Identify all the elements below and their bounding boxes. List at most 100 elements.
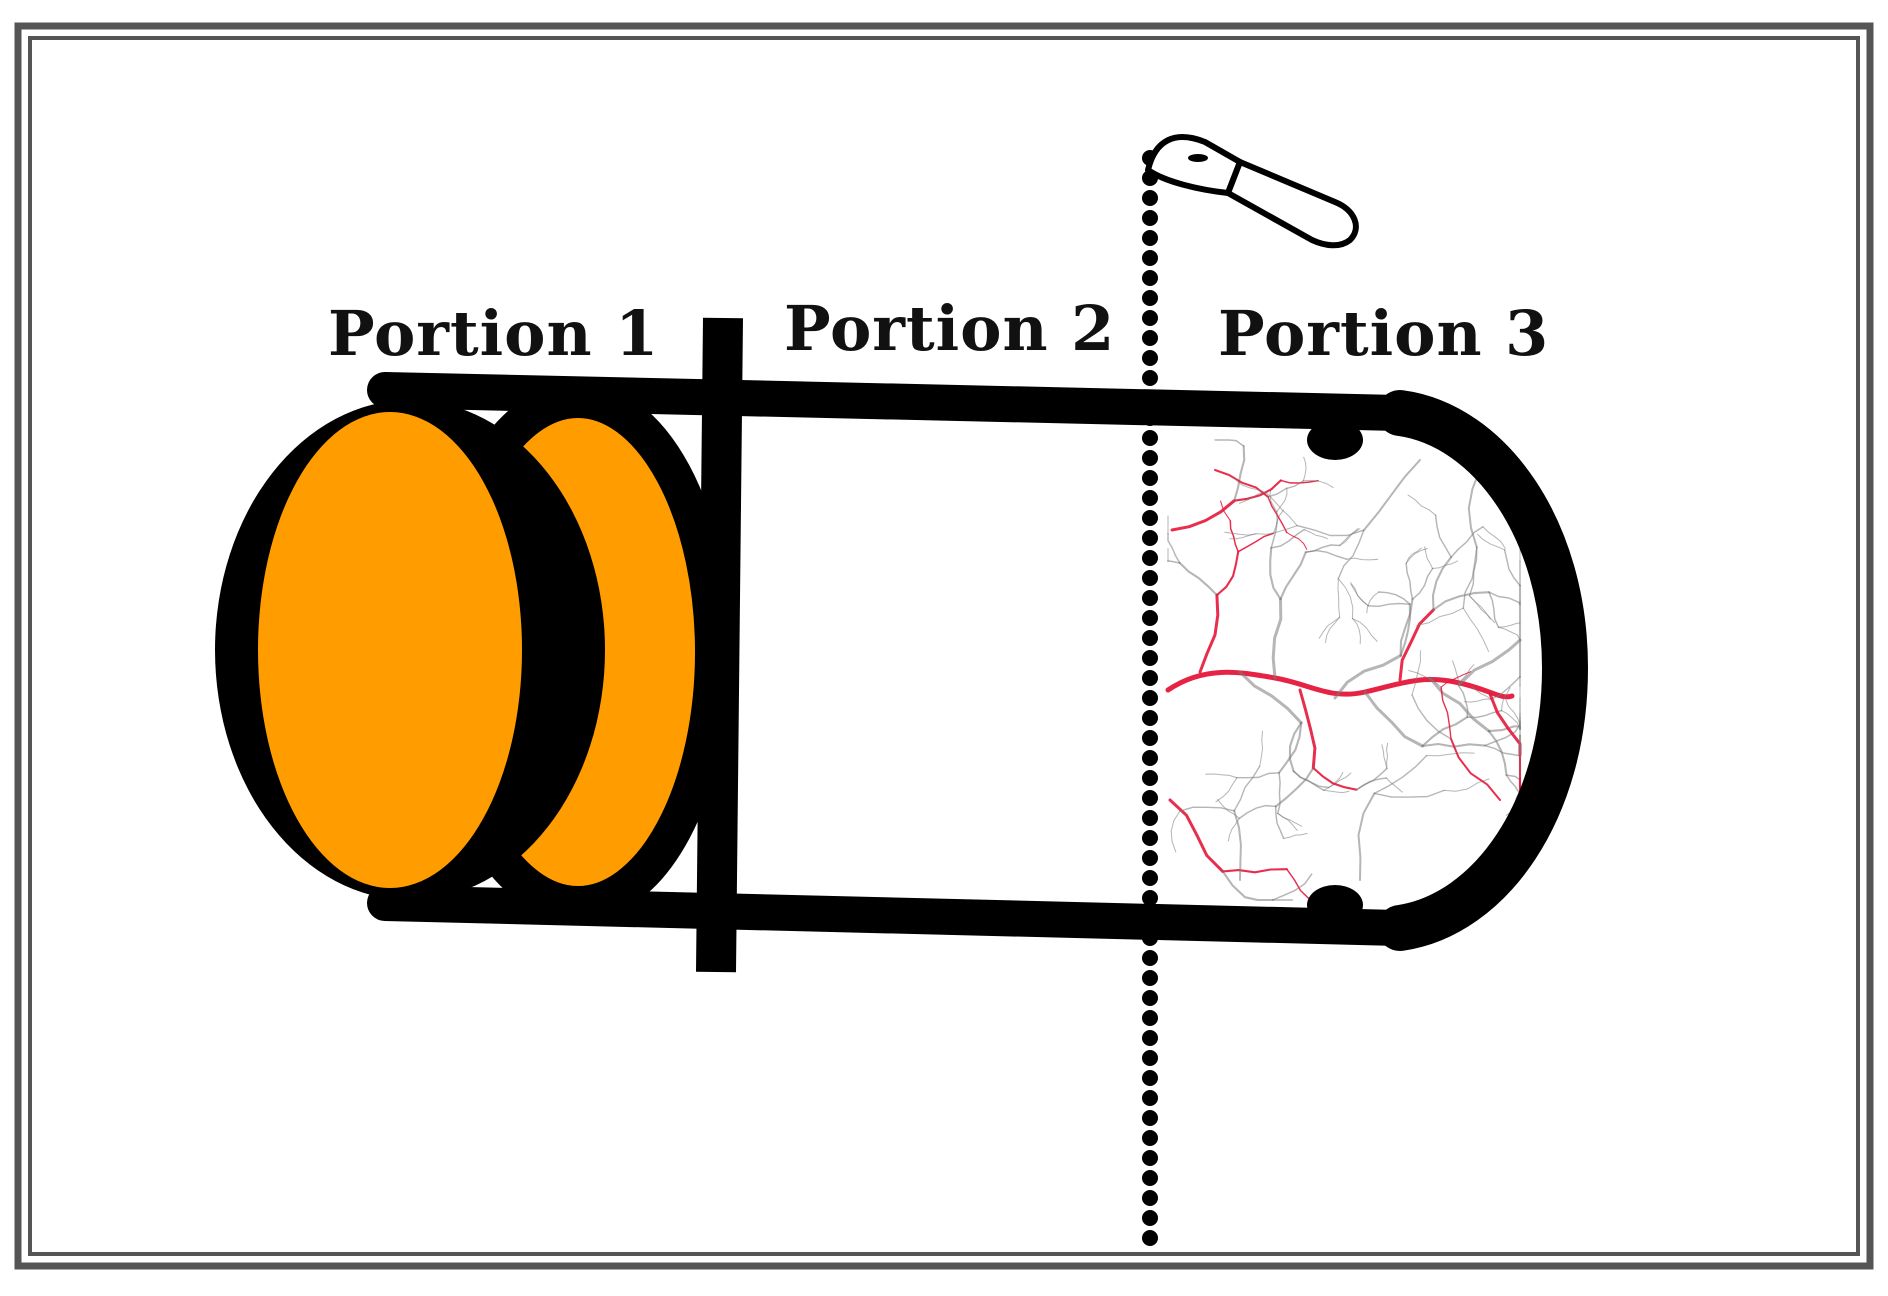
vessel-branch — [1283, 832, 1308, 839]
cut-dot — [1142, 750, 1158, 766]
cut-dot — [1142, 770, 1158, 786]
cut-dot — [1142, 1010, 1158, 1026]
vessel-branch — [1267, 496, 1288, 534]
vessel-branch — [1277, 772, 1281, 815]
cut-dot — [1142, 290, 1158, 306]
vessel-branch — [1198, 593, 1220, 674]
vessel-branch — [1270, 510, 1279, 549]
vessel-branch — [1432, 591, 1491, 611]
cut-dot — [1142, 350, 1158, 366]
vessel-branch — [1411, 567, 1434, 600]
vessel-branch — [1497, 622, 1521, 628]
vessel-branch — [1274, 805, 1285, 840]
vessel-branch — [1405, 562, 1414, 600]
vessel-branch — [1487, 730, 1508, 777]
vessel-branch — [1349, 582, 1369, 607]
vessel-branch — [1265, 491, 1298, 527]
vessel-branch — [1424, 546, 1434, 570]
cut-dot — [1142, 470, 1158, 486]
cut-dot — [1142, 230, 1158, 246]
cut-dot — [1142, 370, 1158, 386]
vessel-branch — [1503, 549, 1521, 587]
vessel-branch — [1271, 597, 1283, 680]
vessel-branch — [1278, 721, 1303, 774]
vessel-branch — [1440, 671, 1472, 688]
vessel-branch — [1416, 607, 1464, 626]
vessel-branch — [1463, 698, 1492, 703]
vessel-branch — [1312, 766, 1358, 791]
vessel-branch — [1378, 591, 1411, 605]
vessel-branch — [1274, 766, 1315, 808]
tube-bottom-nub — [1307, 885, 1363, 925]
vessel-branch — [1367, 602, 1411, 608]
vessel-branch — [1270, 528, 1305, 549]
cut-dot — [1142, 530, 1158, 546]
cut-dot — [1142, 810, 1158, 826]
cut-dot — [1142, 890, 1158, 906]
vessel-branch — [1428, 676, 1491, 733]
vessel-branch — [1233, 479, 1282, 502]
cut-dot — [1142, 1050, 1158, 1066]
vessel-branch — [1355, 767, 1388, 791]
vessel-branch — [1497, 626, 1521, 641]
vessel-branch — [1450, 526, 1484, 558]
vessel-branch — [1490, 676, 1521, 700]
cut-dot — [1142, 790, 1158, 806]
vessel-branch — [1303, 529, 1329, 540]
cut-dot — [1142, 270, 1158, 286]
vessel-branch — [1318, 616, 1341, 639]
front-disc-face — [258, 412, 522, 888]
vessel-branch — [1405, 547, 1423, 565]
cut-dot — [1142, 1130, 1158, 1146]
vessel-branch — [1168, 798, 1225, 873]
vessel-branch — [1468, 546, 1478, 597]
specimen-discs — [215, 382, 731, 922]
vessel-branch — [1337, 529, 1365, 580]
vessel-branch — [1170, 499, 1236, 532]
vessel-branch — [1237, 532, 1275, 553]
vessel-branch — [1325, 616, 1341, 643]
label-portion-2: Portion 2 — [784, 292, 1115, 365]
vessel-branch — [1220, 500, 1231, 522]
vessel-branch — [1296, 524, 1365, 537]
vessel-branch — [1488, 591, 1521, 606]
cut-dot — [1142, 910, 1158, 926]
cut-dot — [1142, 1170, 1158, 1186]
vessel-branch — [1215, 550, 1240, 597]
cut-dot — [1142, 970, 1158, 986]
cut-dot — [1142, 670, 1158, 686]
cut-dot — [1142, 330, 1158, 346]
vessel-branch — [1355, 777, 1388, 791]
vessel-branch — [1170, 810, 1181, 853]
vessel-branch — [1238, 804, 1277, 820]
vessel-branch — [1269, 546, 1282, 601]
vessel-branch — [1426, 752, 1475, 757]
vessel-branch — [1279, 551, 1307, 601]
vessel-branch — [1302, 456, 1307, 482]
vessel-branch — [1398, 608, 1435, 682]
cut-dot — [1142, 390, 1158, 406]
vessel-branch — [1408, 670, 1442, 688]
vessel-branch — [1452, 660, 1460, 687]
label-portion-3: Portion 3 — [1218, 297, 1549, 370]
vessel-branch — [1411, 650, 1421, 696]
vessel-branch — [1407, 494, 1437, 516]
vessel-branch — [1440, 686, 1452, 740]
vessel-branch — [1302, 480, 1334, 489]
vessel-branch — [1239, 491, 1267, 504]
vessel-branch — [1362, 459, 1421, 532]
vessel-network — [1165, 439, 1522, 902]
cut-dot — [1142, 1070, 1158, 1086]
vessel-branch — [1484, 723, 1521, 747]
vessel-branch — [1467, 469, 1481, 549]
cut-dot — [1142, 610, 1158, 626]
vessel-branch — [1462, 546, 1478, 609]
cut-dot — [1142, 550, 1158, 566]
dotted-cut-line — [1142, 150, 1158, 1246]
cut-dot — [1142, 570, 1158, 586]
vessel-branch — [1458, 638, 1522, 686]
vessel-branch — [1229, 533, 1257, 540]
vessel-branch — [1488, 591, 1500, 628]
vessel-branch — [1178, 561, 1218, 597]
